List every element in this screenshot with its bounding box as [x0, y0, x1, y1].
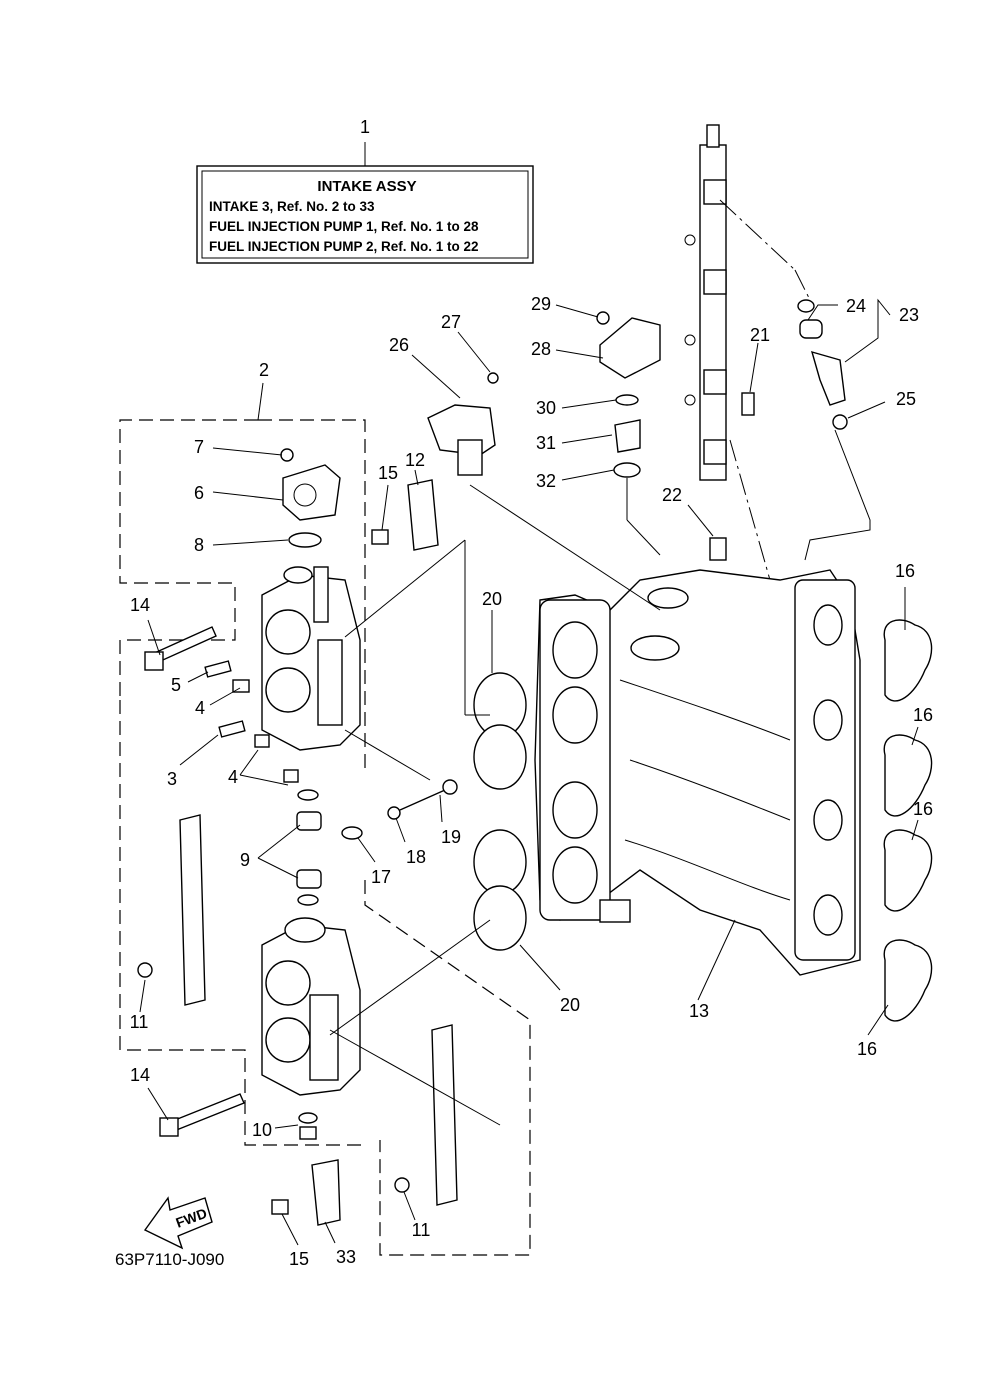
brackets: [179, 479, 458, 1226]
callout-33: 33: [336, 1247, 356, 1267]
callout-18: 18: [406, 847, 426, 867]
callout-2: 2: [259, 360, 269, 380]
small-parts: [137, 311, 755, 1215]
callout-29: 29: [531, 294, 551, 314]
callout-4a: 4: [195, 698, 205, 718]
gaskets: [883, 619, 933, 1022]
callout-15a: 15: [378, 463, 398, 483]
callout-4b: 4: [228, 767, 238, 787]
info-box: 1 INTAKE ASSY INTAKE 3, Ref. No. 2 to 33…: [196, 117, 534, 264]
callout-13: 13: [689, 1001, 709, 1021]
callout-31: 31: [536, 433, 556, 453]
group-outline-throttle-body-1: [119, 419, 531, 1256]
callout-25: 25: [896, 389, 916, 409]
callout-7: 7: [194, 437, 204, 457]
callout-14a: 14: [130, 595, 150, 615]
info-box-callout: 1: [360, 117, 370, 137]
callout-28: 28: [531, 339, 551, 359]
callout-16c: 16: [913, 799, 933, 819]
callout-14b: 14: [130, 1065, 150, 1085]
callout-12: 12: [405, 450, 425, 470]
callout-23: 23: [899, 305, 919, 325]
intake-manifold: [534, 569, 861, 976]
callout-24: 24: [846, 296, 866, 316]
callout-labels: 2 3 4 4 5 6 7 8 9 10 11 11 12 13 14 14 1…: [130, 294, 933, 1269]
fwd-arrow-icon: FWD: [143, 1196, 213, 1250]
callout-15b: 15: [289, 1249, 309, 1269]
callout-21: 21: [750, 325, 770, 345]
callout-16d: 16: [857, 1039, 877, 1059]
diagram-code: 63P7110-J090: [115, 1250, 224, 1269]
callout-6: 6: [194, 483, 204, 503]
callout-8: 8: [194, 535, 204, 555]
callout-10: 10: [252, 1120, 272, 1140]
callout-9: 9: [240, 850, 250, 870]
info-box-title: INTAKE ASSY: [317, 178, 416, 195]
callout-32: 32: [536, 471, 556, 491]
callout-19: 19: [441, 827, 461, 847]
callout-17: 17: [371, 867, 391, 887]
callout-16a: 16: [895, 561, 915, 581]
callout-11a: 11: [130, 1012, 149, 1032]
callout-11b: 11: [412, 1220, 431, 1240]
callout-26: 26: [389, 335, 409, 355]
callout-3: 3: [167, 769, 177, 789]
callout-20b: 20: [560, 995, 580, 1015]
callout-27: 27: [441, 312, 461, 332]
callout-16b: 16: [913, 705, 933, 725]
info-box-line-3: FUEL INJECTION PUMP 2, Ref. No. 1 to 22: [209, 239, 479, 254]
callout-22: 22: [662, 485, 682, 505]
o-rings: [473, 672, 527, 951]
throttle-body-lower: [261, 917, 361, 1096]
callout-30: 30: [536, 398, 556, 418]
callout-5: 5: [171, 675, 181, 695]
fuel-rail: [684, 124, 836, 921]
callout-20a: 20: [482, 589, 502, 609]
info-box-line-2: FUEL INJECTION PUMP 1, Ref. No. 1 to 28: [209, 219, 479, 234]
info-box-line-1: INTAKE 3, Ref. No. 2 to 33: [209, 199, 375, 214]
callout-leaders: [139, 298, 919, 1246]
fuel-injector: [797, 299, 871, 561]
throttle-body-upper: [261, 566, 361, 751]
